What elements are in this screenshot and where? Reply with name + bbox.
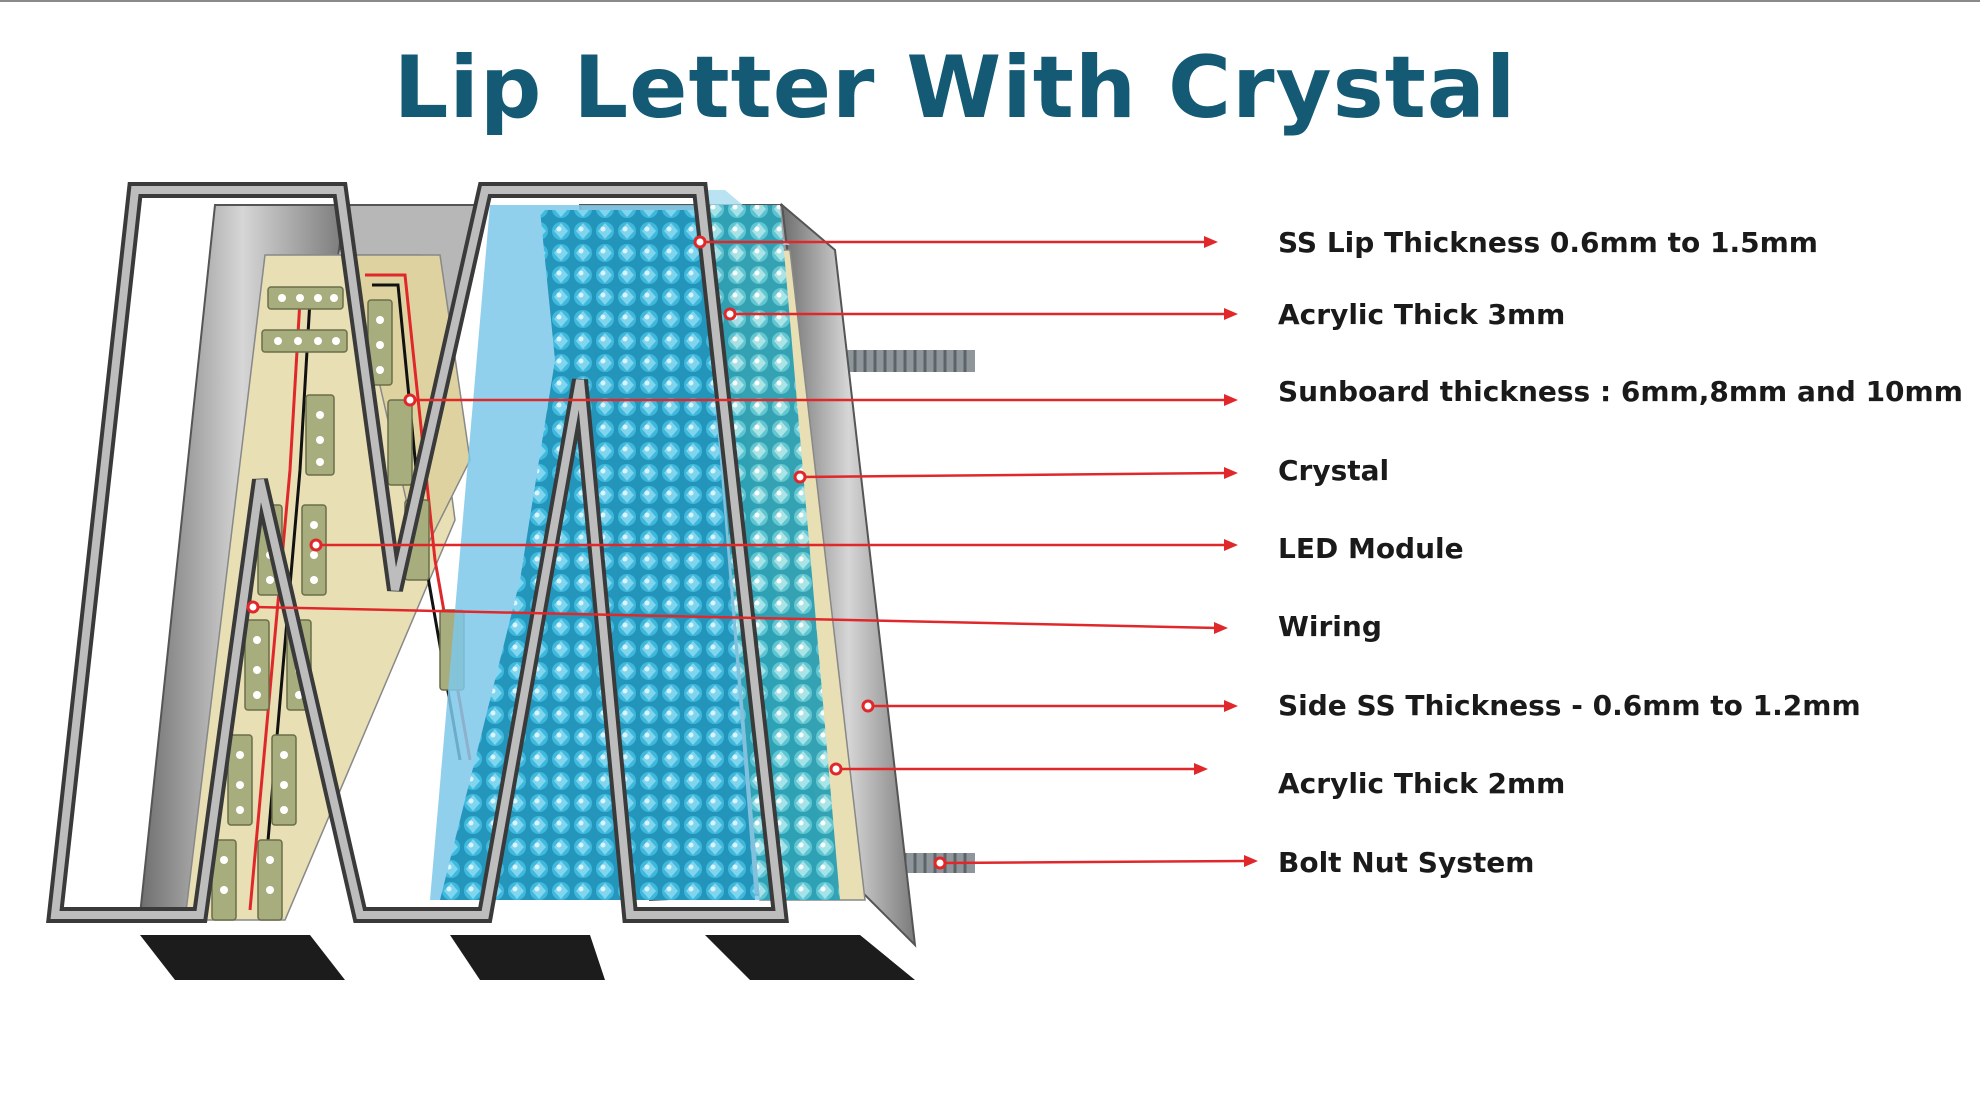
leader-arrowheads bbox=[1194, 236, 1258, 867]
page-title: Lip Letter With Crystal bbox=[393, 38, 1517, 138]
leader-lines bbox=[252, 240, 1249, 865]
top-border bbox=[0, 0, 1980, 2]
leader-dots bbox=[246, 235, 947, 870]
label-led-module: LED Module bbox=[1278, 532, 1464, 565]
label-side-ss-thickness: Side SS Thickness - 0.6mm to 1.2mm bbox=[1278, 689, 1861, 722]
base-blocks bbox=[140, 935, 915, 980]
label-crystal: Crystal bbox=[1278, 454, 1390, 487]
label-acrylic-3mm: Acrylic Thick 3mm bbox=[1278, 298, 1566, 331]
label-bolt-nut-system: Bolt Nut System bbox=[1278, 846, 1535, 879]
label-wiring: Wiring bbox=[1278, 610, 1382, 643]
label-acrylic-2mm: Acrylic Thick 2mm bbox=[1278, 767, 1566, 800]
bolt-upper bbox=[840, 350, 975, 372]
label-ss-lip-thickness: SS Lip Thickness 0.6mm to 1.5mm bbox=[1278, 226, 1818, 259]
ss-lip-outline bbox=[46, 182, 789, 923]
label-sunboard-thickness: Sunboard thickness : 6mm,8mm and 10mm bbox=[1278, 375, 1963, 408]
